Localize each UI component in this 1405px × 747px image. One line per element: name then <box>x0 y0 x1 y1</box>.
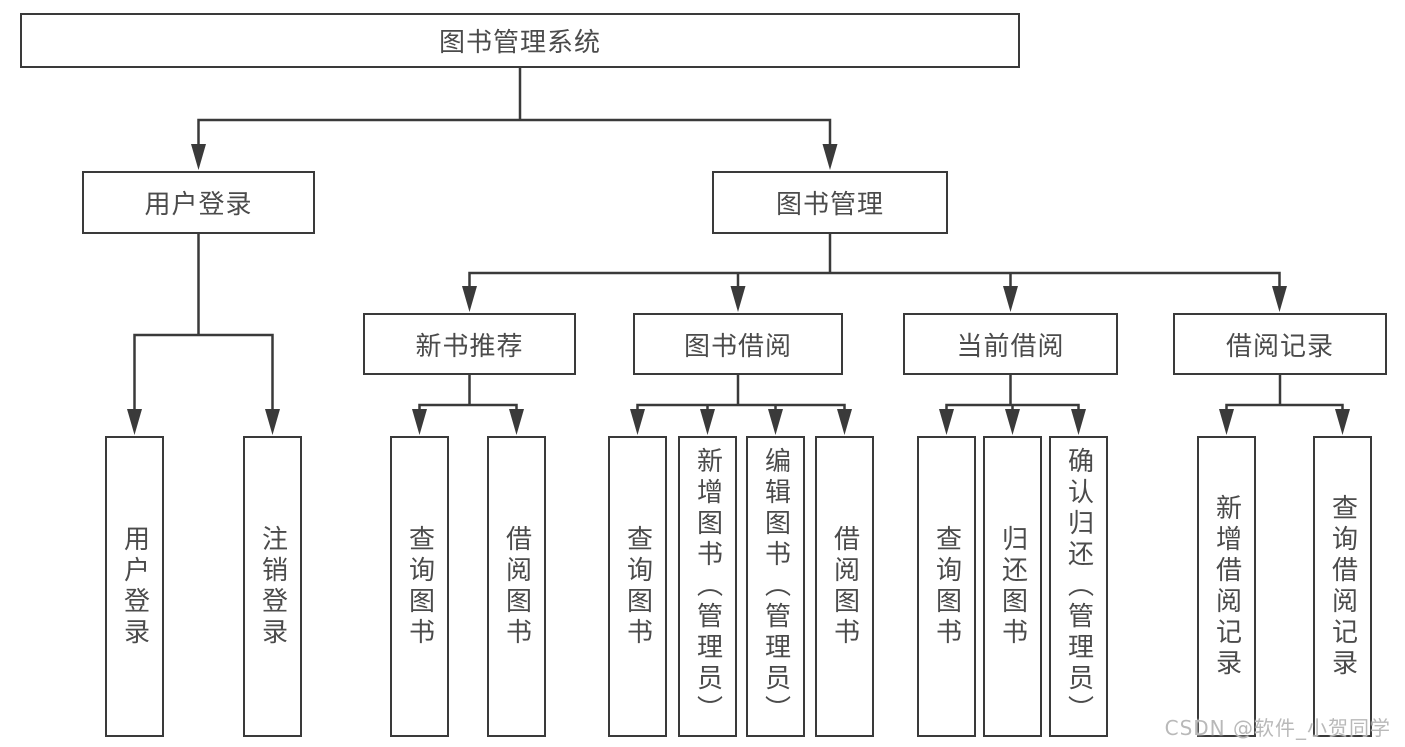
node-borrowing-records: 借阅记录 <box>1173 313 1387 375</box>
node-new-book-recommend: 新书推荐 <box>363 313 576 375</box>
leaf-logout-login: 注销登录 <box>243 436 302 737</box>
leaf-query-books-recommend: 查询图书 <box>390 436 449 737</box>
node-user-login: 用户登录 <box>82 171 315 234</box>
leaf-borrow-books-borrowing: 借阅图书 <box>815 436 874 737</box>
leaf-query-borrow-record: 查询借阅记录 <box>1313 436 1372 737</box>
node-label: 新增借阅记录 <box>1211 493 1242 680</box>
node-label: 图书管理系统 <box>438 28 601 58</box>
node-label: 查询图书 <box>931 524 962 649</box>
leaf-add-books-admin: 新增图书（管理员） <box>678 436 737 737</box>
node-label: 编辑图书（管理员） <box>760 447 791 726</box>
node-label: 图书借阅 <box>683 331 792 362</box>
leaf-query-books-current: 查询图书 <box>917 436 976 737</box>
node-label: 新增图书（管理员） <box>692 447 723 726</box>
node-label: 当前借阅 <box>956 331 1065 362</box>
node-label: 注销登录 <box>257 524 288 649</box>
leaf-query-books-borrowing: 查询图书 <box>608 436 667 737</box>
leaf-borrow-books-recommend: 借阅图书 <box>487 436 546 737</box>
node-label: 用户登录 <box>119 524 150 649</box>
node-label: 新书推荐 <box>415 331 524 362</box>
node-book-management: 图书管理 <box>712 171 948 234</box>
node-label: 查询图书 <box>622 524 653 649</box>
leaf-user-login: 用户登录 <box>105 436 164 737</box>
leaf-confirm-return-admin: 确认归还（管理员） <box>1049 436 1108 737</box>
node-book-borrowing: 图书借阅 <box>633 313 843 375</box>
node-label: 借阅记录 <box>1225 331 1334 362</box>
leaf-edit-books-admin: 编辑图书（管理员） <box>746 436 805 737</box>
node-current-borrowing: 当前借阅 <box>903 313 1118 375</box>
leaf-add-borrow-record: 新增借阅记录 <box>1197 436 1256 737</box>
node-label: 查询借阅记录 <box>1327 493 1358 680</box>
csdn-watermark: CSDN @软件_小贺同学 <box>1164 716 1391 740</box>
node-label: 借阅图书 <box>829 524 860 649</box>
node-label: 查询图书 <box>404 524 435 649</box>
node-label: 归还图书 <box>997 524 1028 649</box>
node-label: 图书管理 <box>775 190 884 220</box>
node-label: 用户登录 <box>144 190 253 220</box>
node-label: 借阅图书 <box>501 524 532 649</box>
node-root-system: 图书管理系统 <box>20 13 1020 68</box>
node-label: 确认归还（管理员） <box>1063 447 1094 726</box>
leaf-return-books: 归还图书 <box>983 436 1042 737</box>
